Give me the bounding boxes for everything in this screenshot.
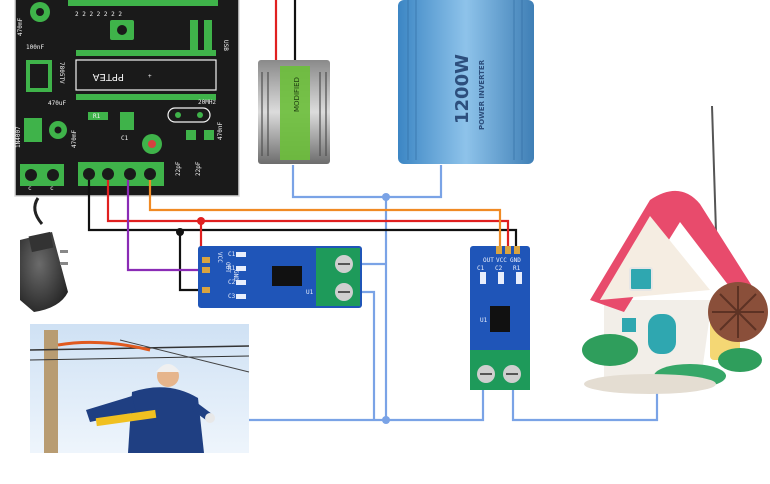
sensor-left-chip	[272, 266, 302, 286]
pcb-diode-label: 1N4007	[15, 126, 22, 148]
inverter-brand: POWER INVERTER	[478, 59, 486, 130]
sensor-right-c2: C2	[495, 265, 503, 272]
house-antenna	[712, 106, 716, 232]
sensor-left-c2: C2	[228, 279, 236, 286]
sensor-right-vcc: VCC	[496, 257, 507, 264]
pcb-top-header	[68, 0, 218, 6]
sensor-right-c1: C1	[477, 265, 485, 272]
svg-text:+: +	[148, 73, 152, 80]
sensor-right-chip	[490, 306, 510, 332]
sensor-right-out: OUT	[483, 257, 494, 264]
house-door	[648, 314, 676, 354]
pcb-pin-labels: 2 2 2 2 2 2 2	[75, 11, 122, 18]
sensor-right-gnd: GND	[510, 257, 521, 264]
sensor-right-terminal	[470, 350, 530, 390]
pcb-terminal-mark-b: c	[50, 185, 54, 192]
pcb-cap-470-right-label: 470nF	[217, 122, 224, 140]
pcb-cap-c1	[120, 112, 134, 130]
small-inverter-label: MODIFIED	[293, 77, 301, 112]
sensor-left-terminal	[316, 248, 360, 306]
junction-red	[197, 217, 205, 225]
pcb-cap-100-label: 100nF	[26, 44, 44, 51]
junction-top	[382, 193, 390, 201]
pcb-cap-22a-label: 22pF	[175, 161, 182, 176]
sensor-left-u1: U1	[306, 289, 314, 296]
sensor-right-header	[496, 246, 520, 254]
pcb-crystal-label: 20MHz	[198, 99, 216, 106]
pcb-chip-label: PPTEA	[93, 71, 124, 82]
pcb-c1-label: C1	[121, 135, 129, 142]
junction-black	[176, 228, 184, 236]
sensor-left-c1: C1	[228, 251, 236, 258]
pcb-cap-label-top: 470mF	[17, 18, 24, 36]
pcb-diode	[24, 118, 42, 142]
pcb-cap-470-mid-label: 470uF	[48, 100, 66, 107]
current-sensor-left: VCC OUT GND C1 R1 C2 C3 U1	[198, 246, 362, 308]
pcb-cap-470-left-label: 470mF	[71, 130, 78, 148]
junction-bottom	[382, 416, 390, 424]
current-sensor-right: VCC OUT GND C1 C2 R1 U1	[470, 246, 530, 390]
sensor-left-c3: C3	[228, 293, 236, 300]
lineman-photo	[30, 324, 249, 453]
house-window	[630, 268, 652, 290]
pcb-r1-label: R1	[93, 113, 101, 120]
power-inverter: 1200W POWER INVERTER	[398, 0, 534, 164]
utility-pole	[44, 330, 58, 453]
sensor-left-r1: R1	[228, 265, 236, 272]
pcb-usb-label: USB	[222, 40, 229, 51]
inverter-rating: 1200W	[452, 54, 473, 124]
house-toy-icon	[582, 106, 768, 394]
power-adapter-icon	[20, 198, 68, 312]
pcb-regulator-label: 7805TV	[58, 62, 65, 84]
sensor-left-vcc: VCC	[216, 252, 223, 263]
small-inverter: MODIFIED	[258, 60, 330, 164]
sensor-right-u1: U1	[480, 317, 488, 324]
pcb-terminal-mark-a: c	[28, 185, 32, 192]
controller-pcb: 2 2 2 2 2 2 2 470mF PPTEA + 7805TV 100nF…	[15, 0, 239, 196]
sensor-right-r1: R1	[513, 265, 521, 272]
pcb-cap-22b-label: 22pF	[195, 161, 202, 176]
